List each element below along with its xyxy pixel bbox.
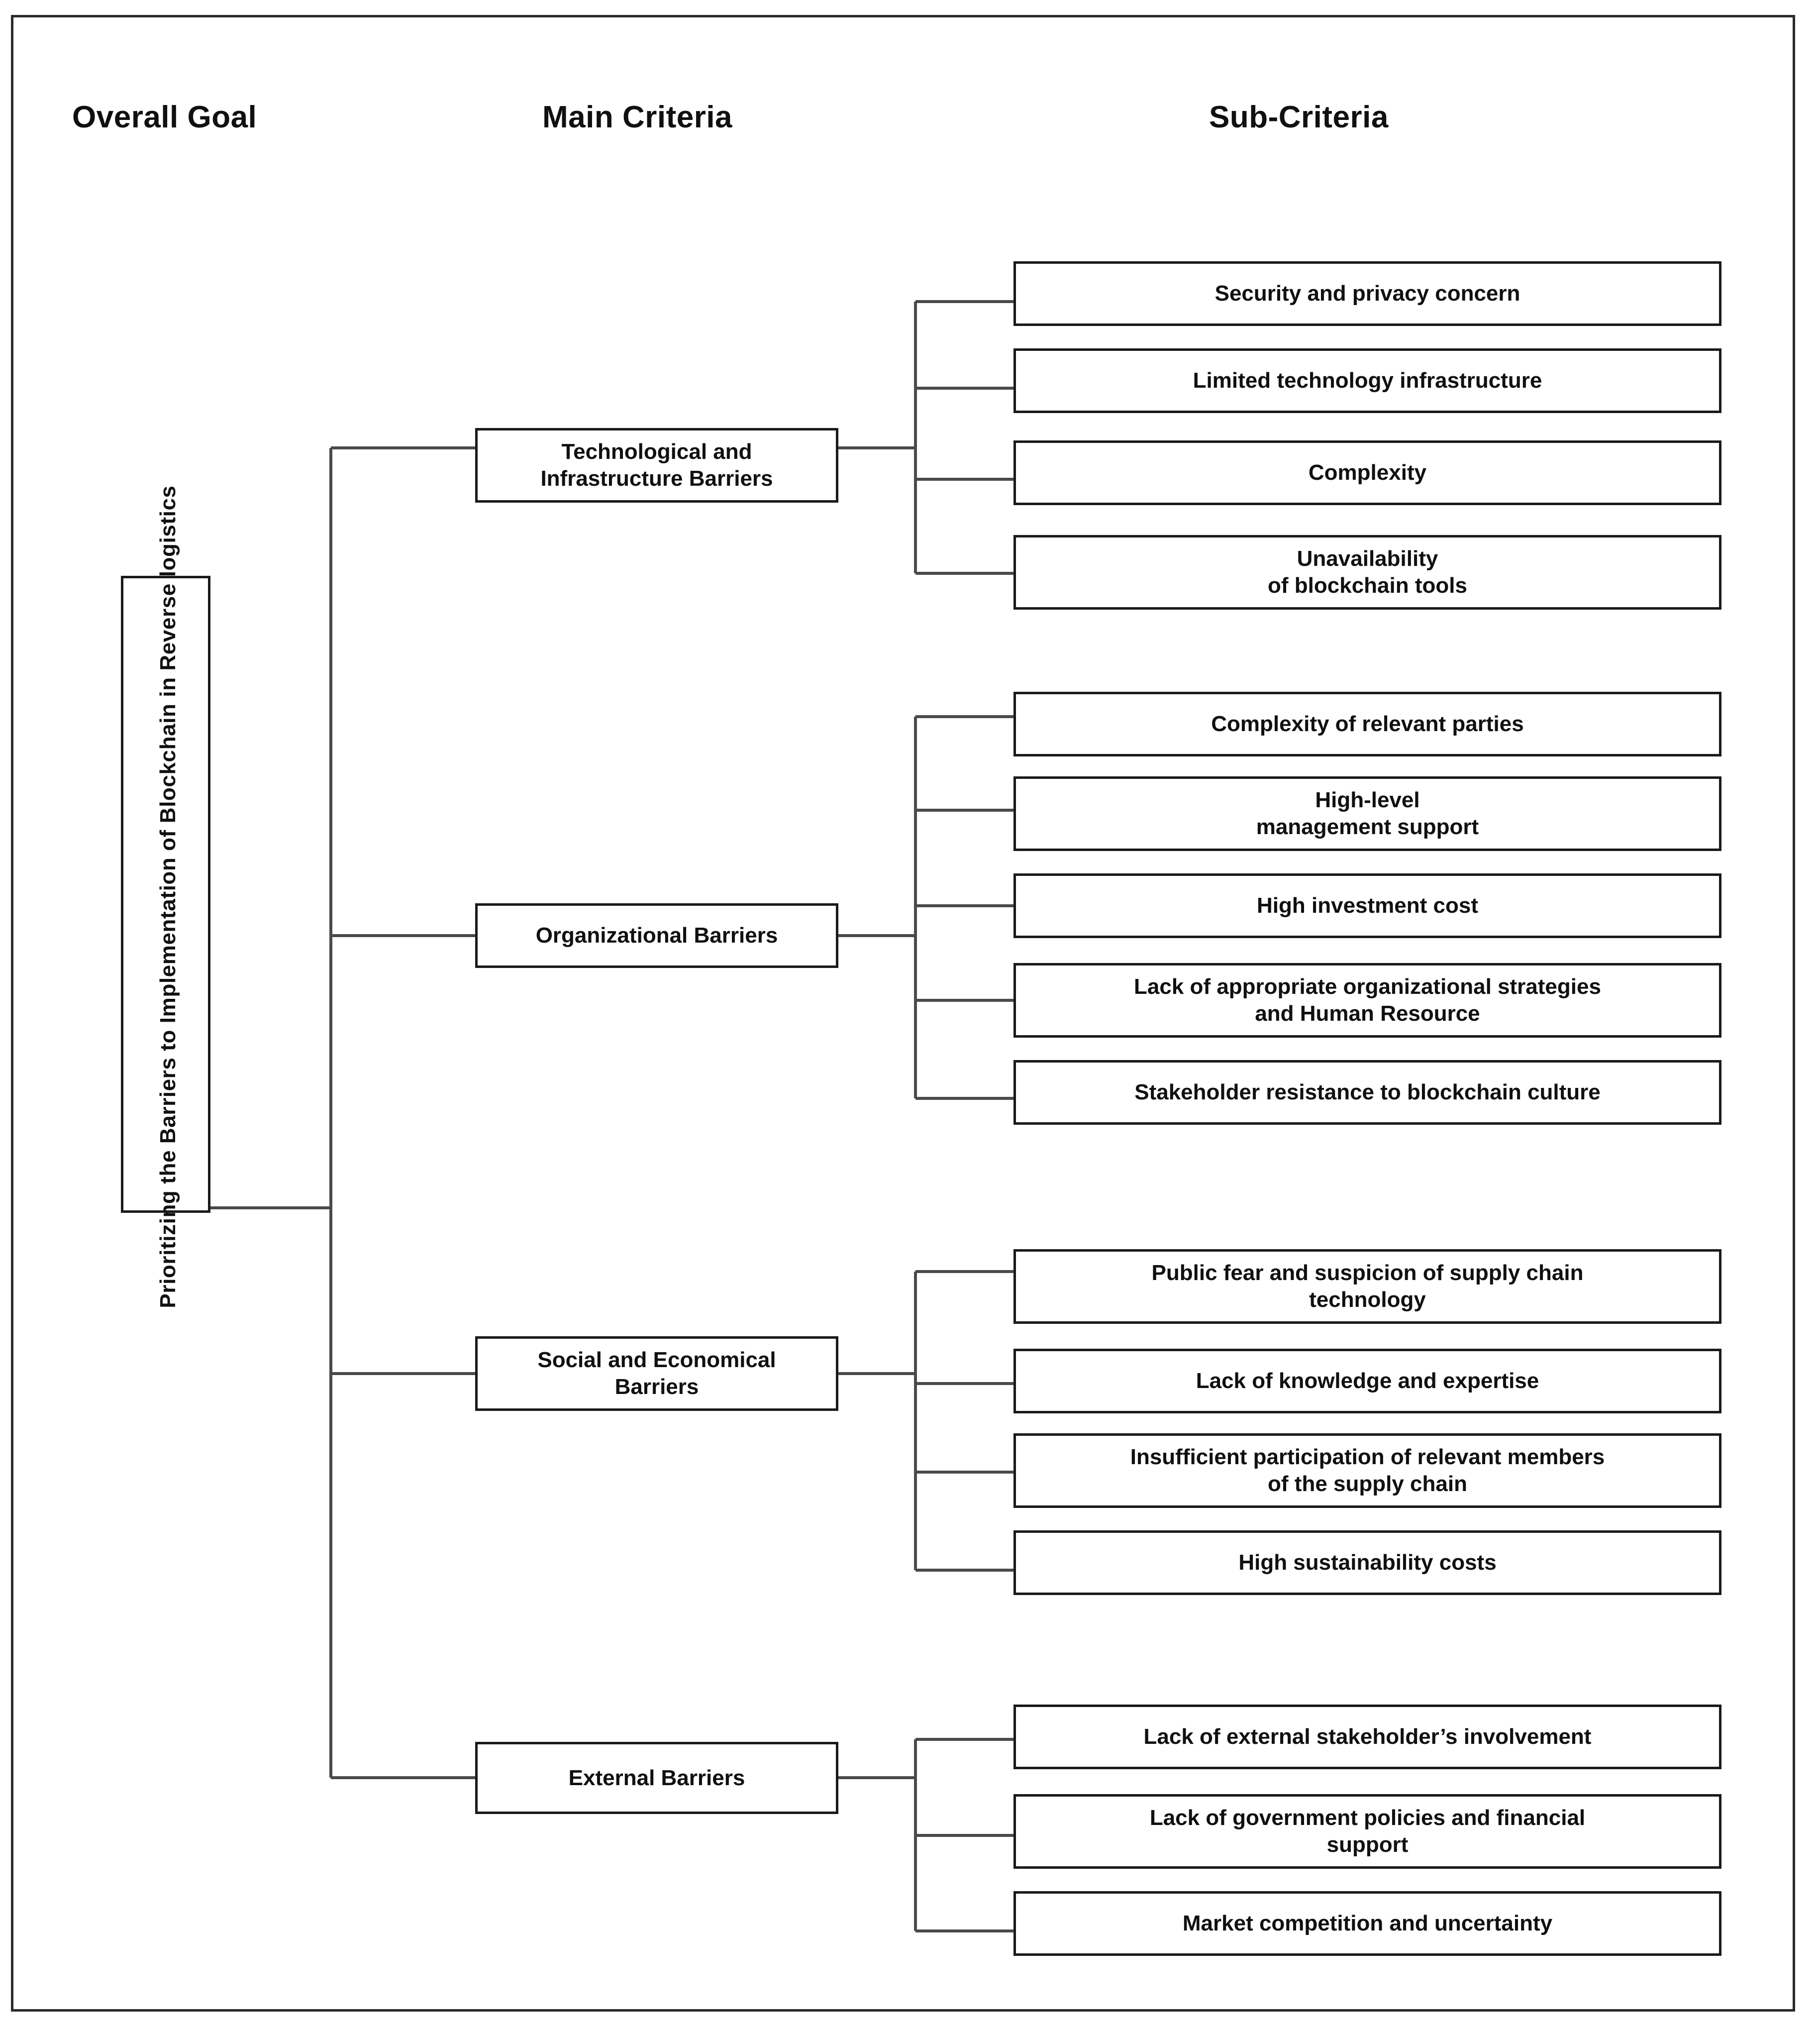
- sub-criteria-box-stakeholder-resistance-to-blockchain-culture[interactable]: Stakeholder resistance to blockchain cul…: [1013, 1060, 1721, 1125]
- sub-criteria-box-insufficient-participation-of-relevant-members-of-the-supply-chain[interactable]: Insufficient participation of relevant m…: [1013, 1433, 1721, 1508]
- sub-criteria-box-high-sustainability-costs[interactable]: High sustainability costs: [1013, 1530, 1721, 1595]
- sub-criteria-box-lack-of-external-stakeholders-involvement[interactable]: Lack of external stakeholder’s involveme…: [1013, 1705, 1721, 1769]
- sub-criteria-box-high-investment-cost[interactable]: High investment cost: [1013, 873, 1721, 938]
- sub-criteria-box-security-and-privacy-concern[interactable]: Security and privacy concern: [1013, 261, 1721, 326]
- sub-criteria-box-lack-of-government-policies-and-financial-support[interactable]: Lack of government policies and financia…: [1013, 1794, 1721, 1869]
- sub-criteria-box-lack-of-appropriate-organizational-strategies-and-human-resource[interactable]: Lack of appropriate organizational strat…: [1013, 963, 1721, 1038]
- sub-criteria-box-limited-technology-infrastructure[interactable]: Limited technology infrastructure: [1013, 348, 1721, 413]
- main-criteria-box-organizational-barriers[interactable]: Organizational Barriers: [475, 903, 838, 968]
- main-criteria-box-external-barriers[interactable]: External Barriers: [475, 1742, 838, 1814]
- column-header-main-criteria: Main Criteria: [542, 100, 733, 134]
- goal-box[interactable]: Prioritizing the Barriers to Implementat…: [121, 485, 213, 1308]
- sub-criteria-box-complexity-of-relevant-parties[interactable]: Complexity of relevant parties: [1013, 692, 1721, 756]
- sub-criteria-box-lack-of-knowledge-and-expertise[interactable]: Lack of knowledge and expertise: [1013, 1349, 1721, 1413]
- sub-criteria-box-market-competition-and-uncertainty[interactable]: Market competition and uncertainty: [1013, 1891, 1721, 1956]
- goal-box-rotated-wrapper: Prioritizing the Barriers to Implementat…: [123, 485, 213, 1308]
- goal-label: Prioritizing the Barriers to Implementat…: [156, 485, 180, 1308]
- sub-criteria-box-public-fear-and-suspicion-of-supply-chain-technology[interactable]: Public fear and suspicion of supply chai…: [1013, 1249, 1721, 1324]
- sub-criteria-box-complexity[interactable]: Complexity: [1013, 440, 1721, 505]
- column-header-sub-criteria: Sub-Criteria: [1209, 100, 1389, 134]
- column-header-overall-goal: Overall Goal: [72, 100, 257, 134]
